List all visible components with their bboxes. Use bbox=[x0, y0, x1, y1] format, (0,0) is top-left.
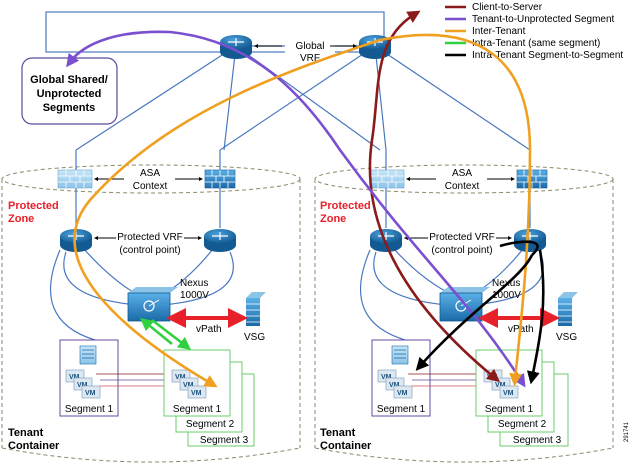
vrf-label-right-1: Protected VRF bbox=[429, 232, 495, 243]
tenant-right: ASA Context Protected Zone Protected VRF… bbox=[320, 168, 578, 452]
vsg-firewall-left bbox=[246, 292, 266, 326]
segment-label: Segment 1 bbox=[173, 404, 222, 415]
flow-intra-same-a bbox=[151, 318, 192, 350]
nexus-label-right-2: 1000V bbox=[492, 290, 521, 301]
zone-label-right-1: Protected bbox=[320, 200, 371, 212]
container-label-left-1: Tenant bbox=[8, 427, 44, 439]
vrf-router-right-a bbox=[370, 229, 402, 252]
asa-label-right-2: Context bbox=[445, 181, 480, 192]
segment-unprotected-left-label: Segment 1 bbox=[65, 404, 114, 415]
zone-label-right-2: Zone bbox=[320, 213, 346, 225]
shared-line3: Segments bbox=[43, 102, 96, 114]
shared-line2: Unprotected bbox=[37, 88, 102, 100]
vsg-label-right: VSG bbox=[556, 332, 577, 343]
legend-label-tenant-unprotected: Tenant-to-Unprotected Segment bbox=[472, 14, 615, 25]
segment-label: Segment 3 bbox=[513, 435, 562, 446]
vm-label: VM bbox=[85, 390, 96, 397]
nexus-label-left-1: Nexus bbox=[180, 278, 208, 289]
flow-intra-seg-b bbox=[499, 240, 539, 256]
asa-firewall-right-b bbox=[516, 169, 548, 189]
zone-label-left-1: Protected bbox=[8, 200, 59, 212]
vm-label: VM bbox=[191, 390, 202, 397]
asa-label-left-2: Context bbox=[133, 181, 168, 192]
asa-label-left-1: ASA bbox=[140, 168, 160, 179]
vsg-firewall-right bbox=[558, 292, 578, 326]
container-label-right-2: Container bbox=[320, 440, 372, 452]
vsg-label-left: VSG bbox=[244, 332, 265, 343]
legend-label-intra-seg: Intra-Tenant Segment-to-Segment bbox=[472, 50, 623, 61]
vm-label: VM bbox=[397, 390, 408, 397]
asa-firewall-left-b bbox=[204, 169, 236, 189]
vrf-label-left-2: (control point) bbox=[119, 245, 180, 256]
asa-firewall-left-a bbox=[57, 169, 93, 189]
global-shared-box: Global Shared/ Unprotected Segments bbox=[21, 57, 118, 125]
asa-firewall-right-a bbox=[369, 169, 405, 189]
flow-tenant-to-unprotected bbox=[66, 30, 526, 388]
segment-label: Segment 2 bbox=[498, 419, 547, 430]
asa-label-right-1: ASA bbox=[452, 168, 472, 179]
vrf-label-left-1: Protected VRF bbox=[117, 232, 183, 243]
flow-intra-seg-c bbox=[526, 249, 545, 385]
segment-label: Segment 3 bbox=[200, 435, 249, 446]
zone-label-left-2: Zone bbox=[8, 213, 34, 225]
flow-intra-seg-a bbox=[415, 254, 534, 371]
figure-id: 291741 bbox=[624, 421, 630, 442]
flow-client-to-server bbox=[368, 10, 501, 383]
segment-label: Segment 1 bbox=[485, 404, 534, 415]
flow-intra-same-b bbox=[139, 317, 173, 346]
container-label-left-2: Container bbox=[8, 440, 60, 452]
segment-label: Segment 2 bbox=[186, 419, 235, 430]
shared-line1: Global Shared/ bbox=[30, 74, 108, 86]
unprotected-segment-left: VM VM VM Segment 1 bbox=[59, 339, 119, 417]
legend-label-inter-tenant: Inter-Tenant bbox=[472, 26, 526, 37]
unprotected-segment-right: VM VM VM Segment 1 bbox=[371, 339, 431, 417]
flow-inter-tenant bbox=[73, 33, 532, 388]
legend-label-intra-same: Intra-Tenant (same segment) bbox=[472, 38, 600, 49]
legend-label-client-server: Client-to-Server bbox=[472, 2, 543, 13]
vpath-label-left: vPath bbox=[196, 324, 222, 335]
traffic-flows bbox=[66, 10, 545, 388]
tenant-left: ASA Context Protected Zone Protected VRF… bbox=[8, 168, 266, 452]
global-vrf-line1: Global bbox=[296, 41, 325, 52]
vm-label: VM bbox=[503, 390, 514, 397]
legend: Client-to-Server Tenant-to-Unprotected S… bbox=[445, 2, 623, 61]
segment-unprotected-right-label: Segment 1 bbox=[377, 404, 426, 415]
vrf-label-right-2: (control point) bbox=[431, 245, 492, 256]
vrf-router-left-b bbox=[204, 229, 236, 252]
core-links bbox=[45, 11, 531, 151]
nexus-label-left-2: 1000V bbox=[180, 290, 209, 301]
vrf-router-right-b bbox=[514, 229, 546, 252]
protected-segment-right-1: VM VM VM Segment 1 bbox=[475, 349, 543, 417]
container-label-right-1: Tenant bbox=[320, 427, 356, 439]
